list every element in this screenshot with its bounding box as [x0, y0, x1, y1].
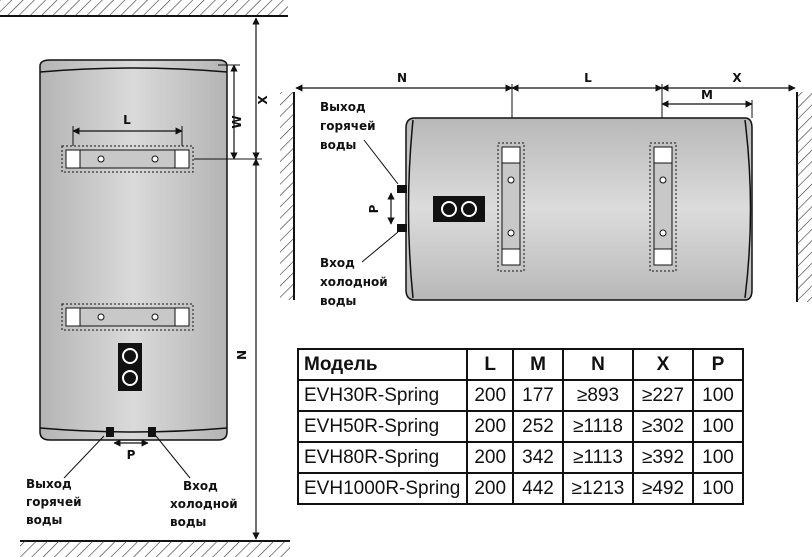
horizontal-dim-m-label: M: [701, 88, 713, 102]
horizontal-left-bracket: [497, 142, 525, 272]
table-row: EVH80R-Spring 200 342 ≥1113 ≥392 100: [296, 441, 745, 474]
vertical-dim-w-label: W: [230, 115, 244, 128]
horizontal-hot-pipe: [397, 185, 407, 193]
vertical-hot-label: Выход горячей воды: [26, 477, 86, 527]
vertical-view: L P W X N Выход горячей воды Вход холодн…: [0, 0, 290, 557]
vertical-dim-x-label: X: [256, 95, 270, 105]
header-n: N: [562, 348, 635, 381]
table-row: EVH1000R-Spring 200 442 ≥1213 ≥492 100: [296, 472, 745, 505]
cell-n: ≥893: [562, 379, 635, 412]
cell-model: EVH80R-Spring: [296, 441, 469, 474]
header-m: M: [512, 348, 565, 381]
vertical-control-panel: [118, 343, 142, 391]
cell-m: 177: [512, 379, 565, 412]
vertical-cold-pipe: [148, 427, 156, 437]
horizontal-control-panel: [433, 196, 485, 222]
cell-model: EVH50R-Spring: [296, 410, 469, 443]
cell-x: ≥392: [632, 441, 695, 474]
floor-hatch: [20, 541, 290, 557]
horizontal-dim-n-label: N: [397, 71, 407, 85]
cell-m: 442: [512, 472, 565, 505]
table-row: EVH30R-Spring 200 177 ≥893 ≥227 100: [296, 379, 745, 412]
cell-n: ≥1213: [562, 472, 635, 505]
horizontal-dim-l-label: L: [584, 71, 592, 85]
vertical-tank-bottom-rim: [39, 427, 228, 433]
vertical-upper-bracket: [61, 145, 194, 173]
header-p: P: [692, 348, 745, 381]
vertical-dim-n-label: N: [235, 350, 249, 360]
cell-x: ≥492: [632, 472, 695, 505]
horizontal-dim-p-label: P: [367, 204, 381, 213]
header-model: Модель: [296, 348, 469, 381]
vertical-hot-pipe: [106, 427, 114, 437]
cell-model: EVH30R-Spring: [296, 379, 469, 412]
table-row: EVH50R-Spring 200 252 ≥1118 ≥302 100: [296, 410, 745, 443]
horizontal-hot-leader: [363, 139, 399, 185]
header-x: X: [632, 348, 695, 381]
horizontal-tank-right-rim: [744, 119, 752, 299]
horizontal-right-bracket: [649, 142, 677, 272]
spec-table-header-row: Модель L M N X P: [296, 348, 745, 381]
cell-l: 200: [466, 441, 515, 474]
vertical-cold-leader: [155, 435, 191, 479]
vertical-dim-p-label: P: [127, 448, 136, 462]
cell-l: 200: [466, 472, 515, 505]
horizontal-cold-label: Вход холодной воды: [320, 256, 392, 308]
horizontal-hot-label: Выход горячей воды: [320, 100, 380, 152]
ceiling-hatch: [0, 0, 288, 16]
spec-table: Модель L M N X P EVH30R-Spring 200 177 ≥…: [296, 348, 745, 505]
cell-p: 100: [692, 410, 745, 443]
vertical-lower-bracket: [61, 303, 194, 331]
cell-x: ≥302: [632, 410, 695, 443]
vertical-tank-top-rim: [39, 67, 228, 73]
header-l: L: [466, 348, 515, 381]
vertical-hot-leader: [63, 435, 105, 479]
cell-l: 200: [466, 379, 515, 412]
cell-p: 100: [692, 379, 745, 412]
cell-m: 342: [512, 441, 565, 474]
horizontal-tank-left-rim: [407, 119, 414, 299]
left-wall-hatch: [280, 92, 294, 300]
cell-n: ≥1113: [562, 441, 635, 474]
cell-x: ≥227: [632, 379, 695, 412]
cell-m: 252: [512, 410, 565, 443]
vertical-dim-l-label: L: [123, 113, 131, 127]
horizontal-view: N L X M: [280, 71, 812, 308]
vertical-cold-label: Вход холодной воды: [170, 479, 242, 529]
cell-n: ≥1118: [562, 410, 635, 443]
cell-model: EVH1000R-Spring: [296, 472, 469, 505]
horizontal-cold-pipe: [397, 224, 407, 232]
horizontal-cold-leader: [361, 231, 399, 263]
right-wall-hatch: [797, 92, 812, 302]
cell-p: 100: [692, 441, 745, 474]
cell-p: 100: [692, 472, 745, 505]
horizontal-dim-x-label: X: [732, 71, 742, 85]
cell-l: 200: [466, 410, 515, 443]
